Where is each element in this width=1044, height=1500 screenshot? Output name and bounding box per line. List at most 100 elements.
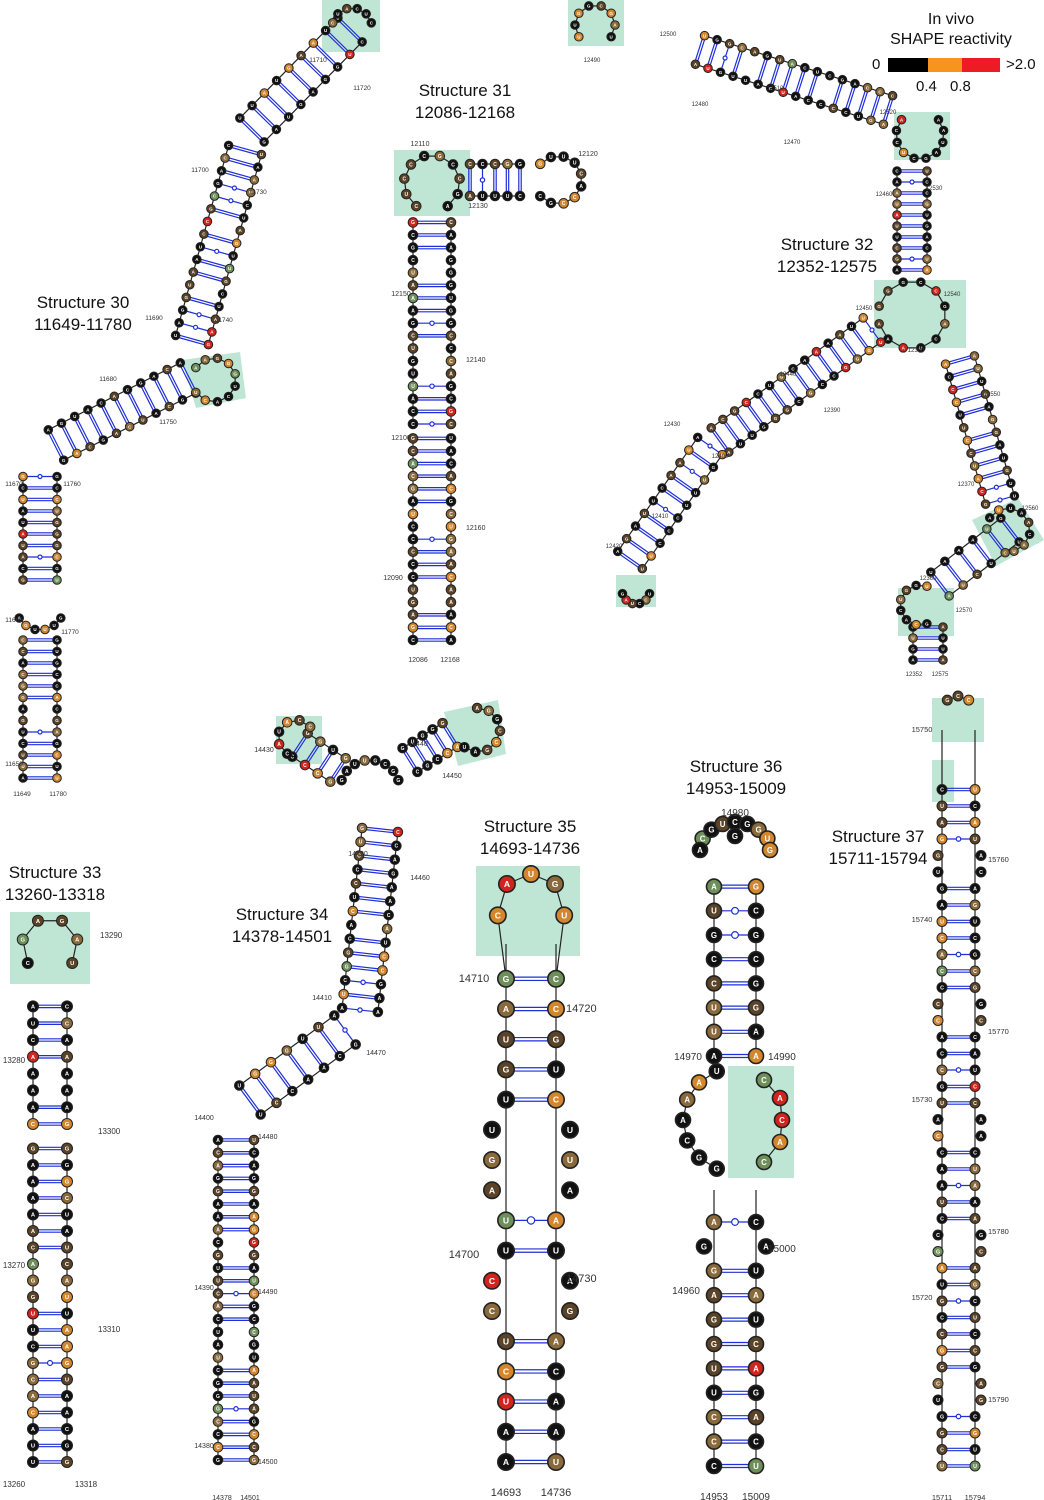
svg-text:A: A [973, 820, 977, 826]
base-pair [38, 1021, 62, 1026]
nucleotide: U [489, 190, 501, 202]
nucleotide: A [445, 470, 457, 482]
nucleotide: A [31, 914, 44, 927]
svg-text:U: U [895, 202, 898, 207]
legend-bar-low [888, 58, 928, 72]
nucleotide: U [569, 157, 581, 169]
svg-text:G: G [55, 661, 59, 666]
svg-text:C: C [403, 176, 407, 182]
nucleotide: C [932, 1378, 944, 1389]
nucleotide: C [911, 619, 921, 630]
nucleotide: A [799, 355, 810, 365]
nucleotide: C [755, 1153, 773, 1171]
nucleotide: U [982, 524, 992, 534]
nucleotide: A [200, 355, 211, 365]
svg-text:U: U [363, 758, 367, 764]
nucleotide: C [655, 538, 665, 549]
position-tick-label: 12460 [876, 192, 893, 198]
nucleotide: A [850, 78, 860, 89]
nucleotide: G [987, 414, 998, 425]
svg-text:A: A [753, 1413, 759, 1422]
nucleotide: U [496, 1332, 515, 1351]
svg-text:C: C [940, 1447, 944, 1453]
base-pair [222, 184, 247, 192]
svg-text:C: C [468, 162, 472, 168]
svg-text:A: A [940, 903, 944, 909]
svg-text:G: G [411, 245, 415, 251]
position-tick-label: 14953 [700, 1492, 728, 1500]
base-pair [27, 578, 53, 582]
svg-text:U: U [228, 266, 231, 271]
svg-text:C: C [936, 1134, 940, 1140]
nucleotide: U [52, 506, 62, 516]
svg-text:C: C [128, 424, 132, 429]
base-pair [712, 430, 728, 450]
nucleotide: G [212, 1403, 224, 1415]
base-pair [222, 1202, 250, 1206]
svg-text:A: A [239, 228, 243, 233]
base-pair [189, 296, 216, 308]
svg-text:U: U [925, 257, 928, 262]
base-pair [403, 751, 417, 769]
base-pair [222, 1150, 250, 1155]
svg-text:G: G [945, 698, 949, 704]
svg-text:A: A [503, 1004, 509, 1014]
position-tick-label: 15790 [988, 1395, 1009, 1404]
nucleotide: G [61, 1118, 73, 1130]
nucleotide: C [412, 766, 423, 778]
nucleotide: C [27, 1034, 39, 1046]
base-pair [721, 1293, 749, 1298]
svg-text:G: G [411, 600, 415, 606]
position-tick-label: 12510 [767, 86, 784, 92]
nucleotide: C [936, 965, 948, 977]
nucleotide: C [765, 83, 776, 94]
svg-text:A: A [252, 1381, 256, 1387]
nucleotide: G [546, 1030, 565, 1049]
nucleotide: C [969, 1147, 981, 1158]
svg-text:G: G [844, 365, 848, 370]
svg-text:C: C [411, 550, 415, 556]
svg-text:C: C [343, 978, 347, 984]
base-pair [947, 1216, 970, 1221]
base-pair [514, 1429, 548, 1435]
nucleotide: U [926, 567, 936, 577]
nucleotide: G [445, 267, 457, 279]
svg-text:G: G [379, 982, 383, 988]
nucleotide: U [359, 755, 371, 766]
svg-text:G: G [431, 727, 435, 733]
svg-text:C: C [449, 346, 453, 352]
svg-text:U: U [503, 1336, 509, 1346]
nucleotide: U [40, 624, 50, 635]
svg-text:C: C [21, 672, 25, 677]
nucleotide: C [27, 1340, 39, 1353]
nucleotide: U [699, 30, 710, 41]
nucleotide: C [534, 190, 546, 202]
nucleotide: G [332, 62, 343, 72]
nucleotide: G [621, 533, 632, 544]
svg-text:U: U [562, 154, 566, 160]
svg-text:G: G [538, 162, 542, 168]
svg-text:G: G [318, 739, 322, 745]
nucleotide: G [481, 744, 493, 756]
svg-text:C: C [973, 1084, 977, 1090]
svg-text:U: U [65, 1295, 69, 1301]
base-pair [417, 487, 447, 491]
nucleotide: C [972, 569, 982, 580]
base-pair [354, 937, 382, 945]
svg-text:C: C [55, 497, 59, 502]
svg-text:C: C [481, 162, 485, 168]
nucleotide: G [296, 99, 306, 110]
nucleotide: U [61, 1208, 73, 1221]
nucleotide: G [922, 221, 932, 231]
nucleotide: C [657, 483, 667, 493]
nucleotide: G [341, 961, 353, 972]
nucleotide: A [497, 874, 516, 893]
svg-text:G: G [518, 162, 522, 168]
nucleotide: U [459, 741, 470, 753]
nucleotide: G [574, 8, 584, 19]
base-pair [38, 1105, 62, 1110]
base-pair [222, 1458, 250, 1462]
svg-text:A: A [979, 1117, 983, 1123]
nucleotide: A [932, 1114, 944, 1125]
svg-text:G: G [449, 384, 453, 390]
